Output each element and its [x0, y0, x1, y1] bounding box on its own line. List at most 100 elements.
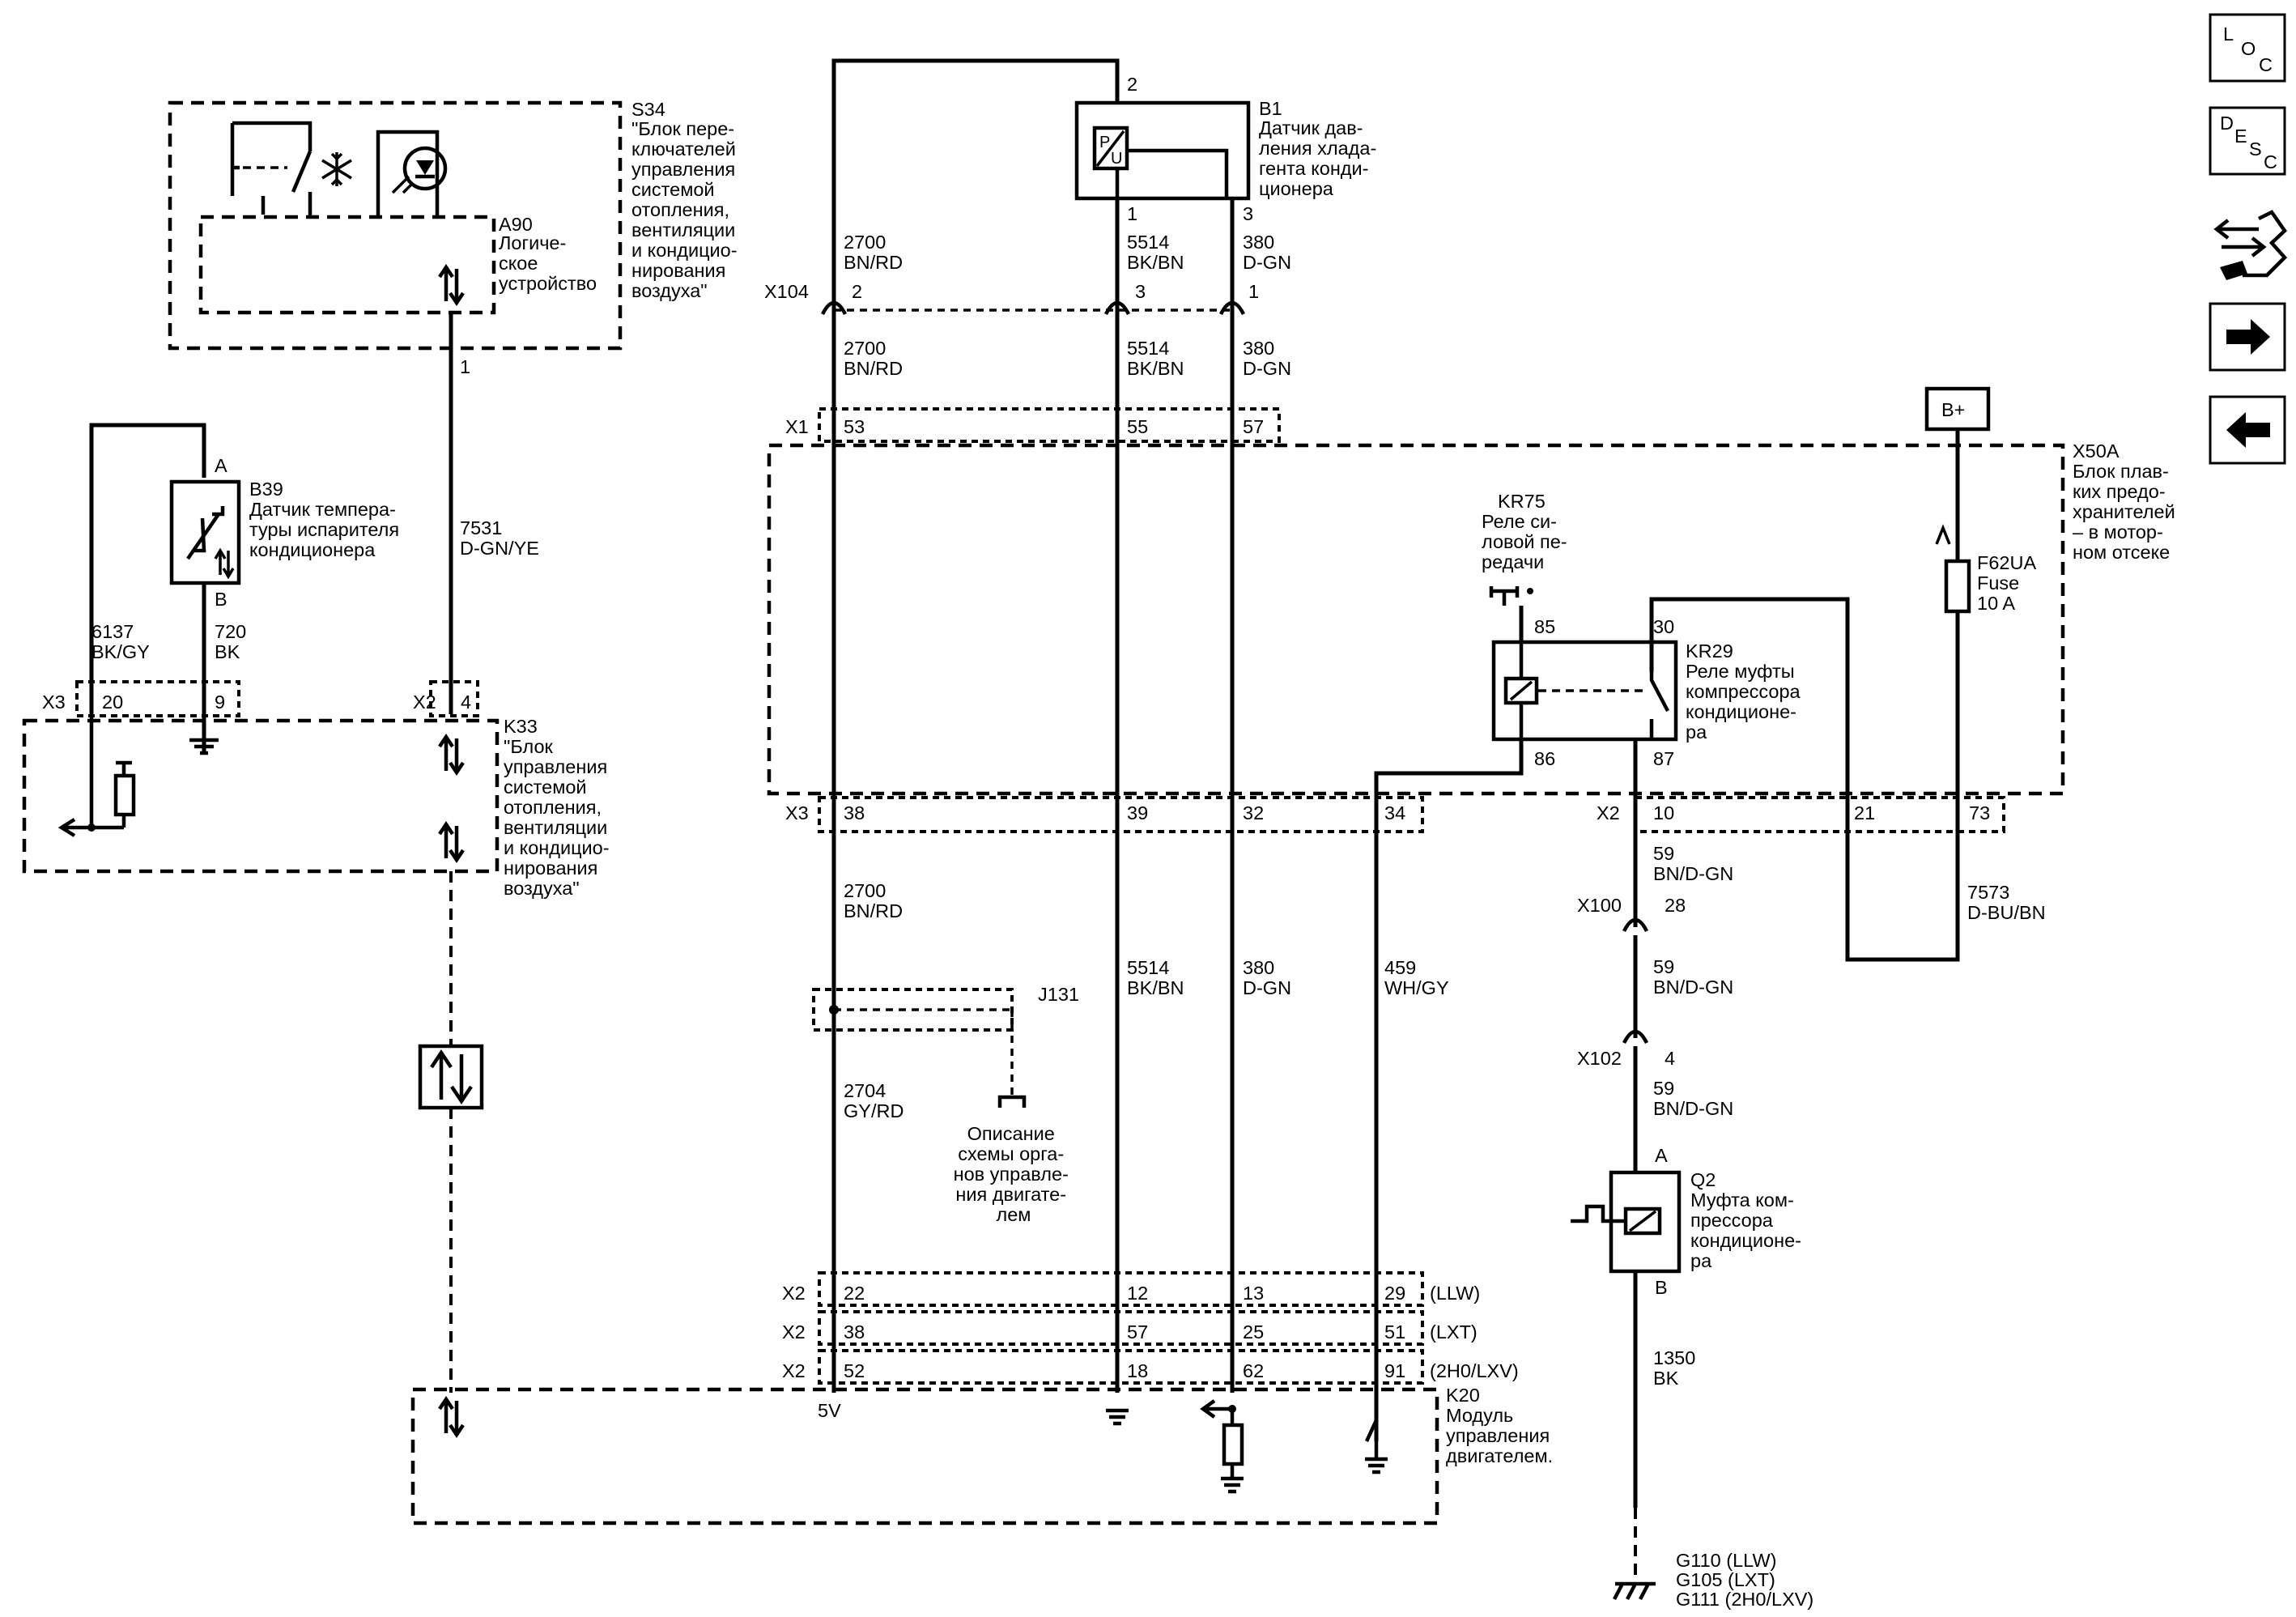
- svg-text:91: 91: [1384, 1360, 1405, 1381]
- svg-text:J131: J131: [1038, 984, 1079, 1005]
- svg-text:1: 1: [1127, 203, 1137, 224]
- svg-text:52: 52: [844, 1360, 865, 1381]
- connector-x3-k33: [75, 680, 240, 717]
- s34-desc: "Блок пере- ключателей управления систем…: [631, 118, 742, 301]
- svg-text:86: 86: [1534, 748, 1555, 769]
- arrow-right-icon: [2226, 319, 2270, 355]
- svg-text:22: 22: [844, 1283, 865, 1304]
- j131-splice: J131 Описание схемы орга- нов управле- н…: [812, 984, 1079, 1225]
- svg-text:29: 29: [1384, 1283, 1405, 1304]
- svg-text:34: 34: [1384, 802, 1405, 823]
- svg-text:A90: A90: [499, 214, 533, 235]
- svg-text:3: 3: [1243, 203, 1253, 224]
- connector-x2-2h0-lxv: X2 52 18 62 91 (2H0/LXV): [782, 1349, 1519, 1385]
- svg-text:62: 62: [1243, 1360, 1264, 1381]
- svg-text:Описание схемы орга-: Описание схемы орга- нов управле- ния дв…: [954, 1123, 1074, 1225]
- b1-refrigerant-pressure-sensor: P U 2 1 3 B1 Датчик дав- ления хлада- ге…: [831, 58, 1382, 1393]
- svg-text:B: B: [215, 589, 227, 610]
- svg-text:12: 12: [1127, 1283, 1148, 1304]
- chassis-ground-symbol: G110 (LLW) G105 (LXT) G111 (2H0/LXV): [1613, 1550, 1813, 1610]
- svg-text:53: 53: [844, 416, 865, 437]
- svg-text:13: 13: [1243, 1283, 1264, 1304]
- svg-text:57: 57: [1243, 416, 1264, 437]
- svg-text:5V: 5V: [818, 1400, 841, 1421]
- svg-text:F62UA: F62UA: [1977, 552, 2036, 573]
- indicator-led-icon: [391, 146, 448, 194]
- svg-text:X2: X2: [782, 1321, 806, 1343]
- svg-text:4: 4: [461, 691, 471, 713]
- svg-text:4: 4: [1665, 1048, 1675, 1069]
- arrow-left-icon: [2226, 412, 2270, 448]
- svg-text:Q2: Q2: [1690, 1169, 1716, 1190]
- svg-text:87: 87: [1653, 748, 1674, 769]
- svg-text:Fuse 10 A: Fuse 10 A: [1977, 572, 2025, 614]
- svg-text:E: E: [2234, 126, 2247, 147]
- svg-text:C: C: [2259, 54, 2273, 75]
- svg-text:Муфта ком- прессора: Муфта ком- прессора кондиционе- ра: [1690, 1189, 1807, 1271]
- svg-text:73: 73: [1969, 802, 1990, 823]
- svg-text:K33: K33: [504, 716, 538, 737]
- connector-view-icon[interactable]: [2213, 210, 2288, 280]
- svg-text:Модуль управления: Модуль управления двигателем.: [1446, 1405, 1555, 1466]
- svg-text:X2: X2: [782, 1360, 806, 1381]
- svg-text:18: 18: [1127, 1360, 1148, 1381]
- previous-page-button[interactable]: [2209, 395, 2286, 465]
- svg-text:X3: X3: [785, 802, 809, 823]
- connector-x2-fuse-block: [1634, 796, 2005, 833]
- svg-text:X104: X104: [764, 281, 809, 302]
- svg-text:U: U: [1111, 150, 1122, 168]
- svg-text:X1: X1: [785, 416, 809, 437]
- svg-text:28: 28: [1665, 895, 1686, 916]
- svg-text:Реле муфты компрессора: Реле муфты компрессора кондиционе- ра: [1686, 661, 1805, 743]
- svg-text:55: 55: [1127, 416, 1148, 437]
- connector-x100: X100 28: [1577, 895, 1686, 933]
- svg-text:Датчик темпера- туры исп: Датчик темпера- туры испарителя кондицио…: [249, 499, 405, 560]
- wire-459: [1374, 739, 1524, 1441]
- serial-data-icon: [438, 733, 465, 864]
- connector-x102: X102 4: [1577, 1029, 1675, 1069]
- svg-text:2: 2: [852, 281, 862, 302]
- svg-text:Блок плав- ких предо-: Блок плав- ких предо- хранителей – в мот…: [2073, 461, 2180, 563]
- svg-text:(LXT): (LXT): [1430, 1321, 1478, 1343]
- svg-text:9: 9: [215, 691, 225, 713]
- svg-text:51: 51: [1384, 1321, 1405, 1343]
- svg-text:10: 10: [1653, 802, 1674, 823]
- serial-data-gateway-icon: [418, 1044, 484, 1110]
- svg-text:X50A: X50A: [2073, 440, 2120, 462]
- connector-x2-llw: X2 22 12 13 29 (LLW): [782, 1271, 1480, 1307]
- k20-engine-control-module: 5V K20 Модуль управления двигателем.: [410, 1385, 1555, 1526]
- svg-text:1: 1: [460, 356, 470, 377]
- svg-text:"Блок управления с: "Блок управления системой отопления, вен…: [504, 736, 614, 899]
- connector-x1: [818, 407, 1281, 443]
- svg-text:Датчик дав- ления хлада-: Датчик дав- ления хлада- гента конди- ци…: [1259, 117, 1382, 199]
- svg-text:D: D: [2220, 113, 2234, 134]
- svg-text:85: 85: [1534, 616, 1555, 637]
- connector-x3-fuse-block: [818, 796, 1424, 833]
- svg-text:X2: X2: [1597, 802, 1620, 823]
- loc-button[interactable]: L O C: [2209, 13, 2286, 83]
- svg-text:21: 21: [1854, 802, 1875, 823]
- svg-text:57: 57: [1127, 1321, 1148, 1343]
- svg-text:38: 38: [844, 1321, 865, 1343]
- next-page-button[interactable]: [2209, 302, 2286, 372]
- connector-x2-lxt: X2 38 57 25 51 (LXT): [782, 1310, 1478, 1346]
- svg-text:1: 1: [1248, 281, 1259, 302]
- s34-hvac-control-switch-block: S34 "Блок пере- ключателей управления си…: [168, 99, 742, 351]
- desc-button[interactable]: D E S C: [2209, 106, 2286, 176]
- svg-text:(LLW): (LLW): [1430, 1283, 1480, 1304]
- svg-text:Логиче- ское устро: Логиче- ское устройство: [499, 232, 597, 294]
